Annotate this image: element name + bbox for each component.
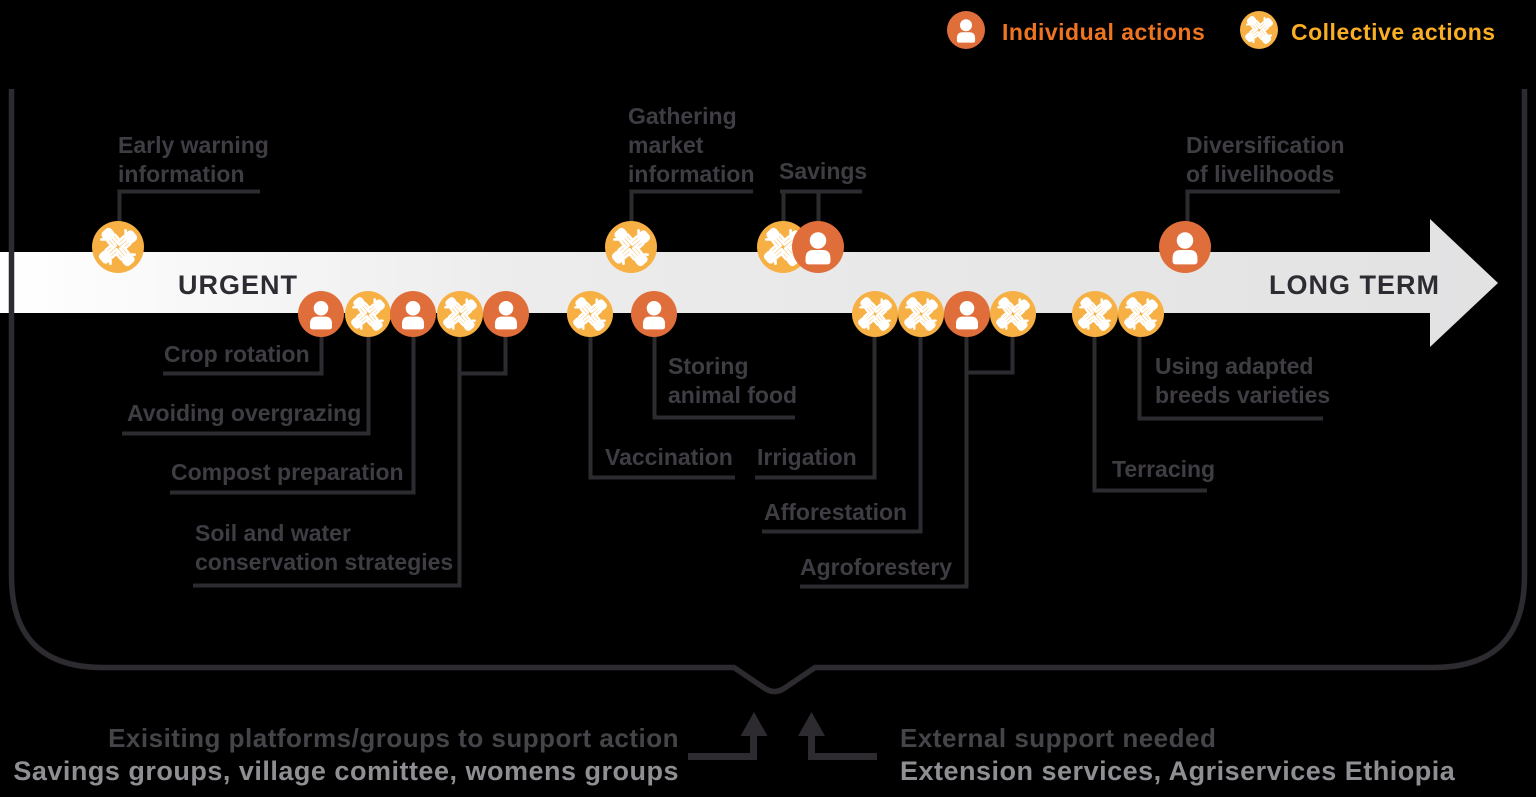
terracing-collective-icon xyxy=(1072,291,1118,337)
connector-agroforestery xyxy=(800,320,1015,589)
action-label-agroforestery: Agroforestery xyxy=(800,554,953,580)
action-label-savings: Savings xyxy=(779,158,868,184)
collective-actions-icon xyxy=(1240,11,1278,49)
connector-irrigation xyxy=(755,320,877,480)
action-label-diversification-of-livelihoods: Diversification of livelihoods xyxy=(1186,132,1345,187)
up-arrow-left xyxy=(688,712,768,760)
storing-animal-food-individual-icon xyxy=(631,291,677,337)
savings-individual-icon xyxy=(792,221,844,273)
existing-platforms-title: Exisiting platforms/groups to support ac… xyxy=(108,723,679,753)
support-brace xyxy=(8,89,1528,695)
hands-glyph xyxy=(902,295,940,333)
person-glyph xyxy=(955,300,979,330)
action-label-vaccination: Vaccination xyxy=(605,444,733,470)
action-label-gathering-market-information: Gathering market information xyxy=(628,103,755,187)
existing-platforms-subtitle: Savings groups, village comittee, womens… xyxy=(13,756,679,786)
external-support-subtitle: Extension services, Agriservices Ethiopi… xyxy=(900,756,1456,786)
action-label-terracing: Terracing xyxy=(1112,456,1216,482)
hands-glyph xyxy=(571,295,609,333)
gathering-market-information-collective-icon xyxy=(605,221,657,273)
connector-vaccination xyxy=(588,320,735,480)
individual-actions-icon xyxy=(947,11,985,49)
connector-soil-water xyxy=(193,320,508,588)
connector-storing-animal-food xyxy=(652,320,795,420)
hands-glyph xyxy=(1122,295,1160,333)
timeline-label-urgent: URGENT xyxy=(178,270,298,300)
person-glyph xyxy=(805,232,831,265)
timeline-label-long-term: LONG TERM xyxy=(1269,270,1440,300)
action-label-early-warning-information: Early warning information xyxy=(118,132,269,187)
connector-terracing xyxy=(1092,320,1207,493)
legend-individual-label: Individual actions xyxy=(1002,19,1206,45)
crop-rotation-individual-icon xyxy=(298,291,344,337)
timeline-arrow-shape xyxy=(0,219,1498,347)
vaccination-collective-icon xyxy=(567,291,613,337)
connector-savings xyxy=(780,189,862,225)
legend-collective-label: Collective actions xyxy=(1291,19,1496,45)
action-label-irrigation: Irrigation xyxy=(757,444,857,470)
diversification-of-livelihoods-individual-icon xyxy=(1159,221,1211,273)
action-label-soil-water-conservation: Soil and water conservation strategies xyxy=(195,520,454,575)
hands-glyph xyxy=(856,295,894,333)
action-label-crop-rotation: Crop rotation xyxy=(164,341,310,367)
hands-glyph xyxy=(1243,14,1275,46)
connector-afforestation xyxy=(762,320,923,534)
connector-avoiding-overgrazing xyxy=(122,320,371,436)
external-support-title: External support needed xyxy=(900,723,1217,753)
connector-crop-rotation xyxy=(163,320,324,376)
person-glyph xyxy=(494,300,518,330)
early-warning-information-collective-icon xyxy=(92,221,144,273)
person-glyph xyxy=(642,300,666,330)
afforestation-collective-icon xyxy=(898,291,944,337)
hands-glyph xyxy=(609,225,653,269)
soil-water-conservation-individual-icon xyxy=(483,291,529,337)
connector-gathering xyxy=(629,189,753,225)
action-label-compost-preparation: Compost preparation xyxy=(171,459,404,485)
agroforestery-individual-icon xyxy=(944,291,990,337)
connector-compost-preparation xyxy=(170,320,416,495)
hands-glyph xyxy=(96,225,140,269)
compost-preparation-individual-icon xyxy=(390,291,436,337)
soil-water-conservation-collective-icon xyxy=(437,291,483,337)
connector-diversification xyxy=(1185,189,1340,225)
person-glyph xyxy=(309,300,333,330)
support-existing-platforms: Exisiting platforms/groups to support ac… xyxy=(0,723,679,787)
irrigation-collective-icon xyxy=(852,291,898,337)
person-glyph xyxy=(1172,232,1198,265)
hands-glyph xyxy=(1076,295,1114,333)
hands-glyph xyxy=(349,295,387,333)
hands-glyph xyxy=(441,295,479,333)
agroforestery-collective-icon xyxy=(990,291,1036,337)
action-label-using-adapted-breeds: Using adapted breeds varieties xyxy=(1155,353,1331,408)
support-external: External support needed Extension servic… xyxy=(900,723,1455,787)
hands-glyph xyxy=(994,295,1032,333)
person-glyph xyxy=(401,300,425,330)
up-arrow-right xyxy=(798,712,877,760)
action-label-afforestation: Afforestation xyxy=(764,499,908,525)
connector-early-warning xyxy=(117,189,260,225)
avoiding-overgrazing-collective-icon xyxy=(345,291,391,337)
action-label-storing-animal-food: Storing animal food xyxy=(668,353,798,408)
person-glyph xyxy=(956,19,976,43)
connector-using-adapted-breeds xyxy=(1137,320,1323,421)
using-adapted-breeds-collective-icon xyxy=(1118,291,1164,337)
action-label-avoiding-overgrazing: Avoiding overgrazing xyxy=(127,400,362,426)
